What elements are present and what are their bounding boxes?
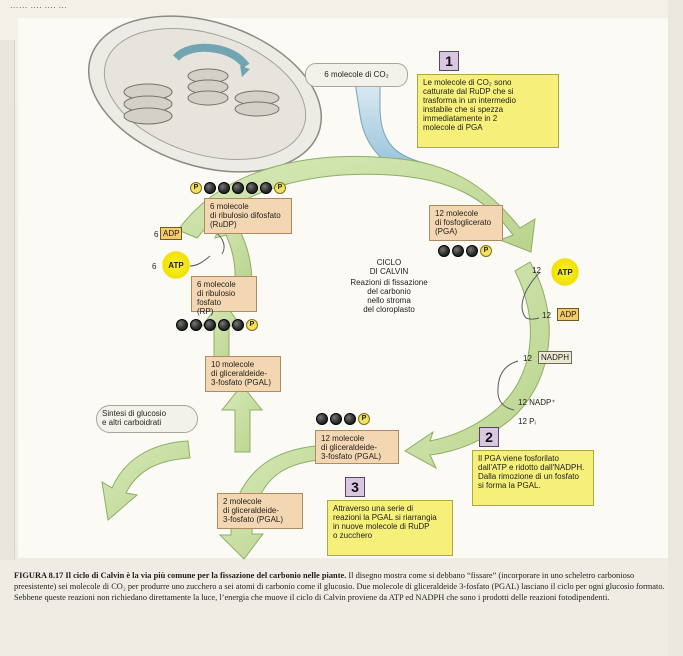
calvin-cycle-arrow xyxy=(101,155,550,560)
right-adp-tag: ADP xyxy=(557,308,580,321)
right-atp-burst: ATP xyxy=(548,257,582,287)
left-adp-tag: ADP xyxy=(160,227,183,240)
right-phosphate-label: 12 Pᵢ xyxy=(518,417,536,426)
carbon-bead xyxy=(204,182,216,194)
carbon-bead xyxy=(316,413,328,425)
step-1-number: 1 xyxy=(439,51,459,71)
step-3-box: Attraverso una serie di reazioni la PGAL… xyxy=(327,500,453,556)
right-nadp-label: 12 NADP⁺ xyxy=(518,398,556,407)
carbon-bead xyxy=(260,182,272,194)
rp-molecule-chain: P xyxy=(176,319,258,331)
right-atp-count: 12 xyxy=(532,266,541,275)
carbon-bead xyxy=(218,319,230,331)
page-edge-left xyxy=(0,40,15,560)
carbon-bead xyxy=(232,182,244,194)
right-nadph-count: 12 xyxy=(523,354,532,363)
step-3-number: 3 xyxy=(345,477,365,497)
phosphate-group: P xyxy=(274,182,286,194)
chloroplast-drawing xyxy=(87,15,323,173)
phosphate-group: P xyxy=(358,413,370,425)
figure-caption-bold: FIGURA 8.17 Il ciclo di Calvin è la via … xyxy=(14,571,347,580)
pga-box: 12 molecole di fosfoglicerato (PGA) xyxy=(429,205,503,241)
rp-box: 6 molecole di ribulosio fosfato (RP) xyxy=(191,276,257,316)
carbon-bead xyxy=(204,319,216,331)
figure-caption-text: Il disegno mostra come si debbano “fissa… xyxy=(14,571,665,602)
glucose-box: Sintesi di glucosio e altri carboidrati xyxy=(96,405,198,433)
carbon-bead xyxy=(330,413,342,425)
top-text-fragment: …… …. …. … xyxy=(10,0,68,10)
carbon-bead xyxy=(344,413,356,425)
left-adp-count: 6 xyxy=(154,230,159,239)
carbon-bead xyxy=(246,182,258,194)
carbon-bead xyxy=(452,245,464,257)
carbon-bead xyxy=(176,319,188,331)
rudp-molecule-chain: P P xyxy=(190,182,286,194)
step-2-box: Il PGA viene fosforilato dall'ATP e rido… xyxy=(472,450,594,506)
right-nadph-tag: NADPH xyxy=(538,351,573,364)
rudp-box: 6 molecole di ribulosio difosfato (RuDP) xyxy=(204,198,292,234)
pga-molecule-chain: P xyxy=(438,245,492,257)
co2-box: 6 molecole di CO₂ xyxy=(305,63,408,87)
left-atp-burst: ATP xyxy=(159,250,193,280)
left-atp-count: 6 xyxy=(152,262,157,271)
phosphate-group: P xyxy=(246,319,258,331)
right-adp-count: 12 xyxy=(542,311,551,320)
pgal-12-box: 12 molecole di gliceraldeide- 3-fosfato … xyxy=(315,430,399,464)
carbon-bead xyxy=(438,245,450,257)
pgal-12-molecule-chain: P xyxy=(316,413,370,425)
phosphate-group: P xyxy=(190,182,202,194)
phosphate-group: P xyxy=(480,245,492,257)
figure-caption: FIGURA 8.17 Il ciclo di Calvin è la via … xyxy=(14,570,666,603)
page-edge-right xyxy=(668,0,683,656)
pgal-2-box: 2 molecole di gliceraldeide- 3-fosfato (… xyxy=(217,493,303,529)
pgal-10-box: 10 molecole di gliceraldeide- 3-fosfato … xyxy=(205,356,281,392)
step-1-box: Le molecole di CO₂ sono catturate dal Ru… xyxy=(417,74,559,148)
carbon-bead xyxy=(218,182,230,194)
carbon-bead xyxy=(190,319,202,331)
cycle-subtitle: Reazioni di fissazione del carbonio nell… xyxy=(350,278,428,314)
cycle-title: CICLO DI CALVIN xyxy=(369,258,409,276)
step-2-number: 2 xyxy=(479,427,499,447)
carbon-bead xyxy=(232,319,244,331)
carbon-bead xyxy=(466,245,478,257)
